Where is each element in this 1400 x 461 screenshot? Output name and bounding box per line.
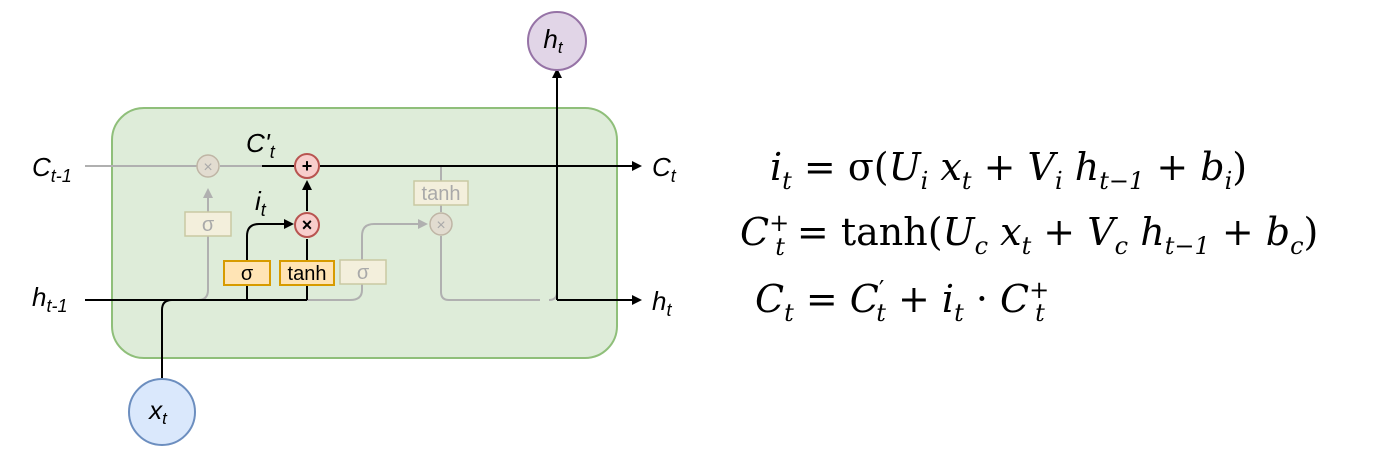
x-input-node-label: xt	[147, 395, 168, 428]
svg-text:C+t = tanh(Uc xt + Vc ht−1 + b: C+t = tanh(Uc xt + Vc ht−1 + bc)	[740, 209, 1318, 261]
input-tanh-box	[279, 260, 335, 286]
output-tanh-label: tanh	[422, 183, 461, 205]
add-op	[294, 153, 320, 179]
input-gate-sigma-label: σ	[241, 263, 254, 285]
svg-text:it = σ(Ui xt + Vi ht−1 + bi): it = σ(Ui xt + Vi ht−1 + bi)	[770, 145, 1247, 195]
c-out-label: Ct	[652, 152, 677, 186]
equation-cell-state: Ct = C′t + it · C+t	[755, 276, 1049, 327]
i-label: it	[255, 186, 267, 220]
add-symbol: +	[302, 156, 313, 176]
output-multiply-op	[429, 212, 453, 236]
x-input-node	[128, 378, 196, 446]
forget-gate-sigma-box	[184, 211, 232, 237]
active-paths	[85, 68, 642, 378]
input-multiply-op	[294, 212, 320, 238]
output-gate-sigma-box	[339, 259, 387, 285]
forget-multiply-op	[196, 154, 220, 178]
h-output-node-label: ht	[543, 24, 563, 57]
lstm-cell-box	[111, 107, 618, 359]
c-prime-label: C't	[246, 128, 276, 162]
equation-candidate-cell: C+t = tanh(Uc xt + Vc ht−1 + bc)	[740, 209, 1318, 261]
input-tanh-label: tanh	[288, 263, 327, 285]
c-prev-label: Ct-1	[32, 152, 72, 186]
output-gate-sigma-label: σ	[357, 262, 370, 284]
h-out-label: ht	[652, 286, 672, 320]
svg-text:Ct = C′t + it · C+t: Ct = C′t + it · C+t	[755, 276, 1049, 327]
h-prev-label: ht-1	[32, 282, 67, 316]
output-tanh-box	[413, 180, 469, 206]
forget-gate-sigma-label: σ	[202, 214, 215, 236]
output-multiply-symbol: ×	[436, 217, 445, 234]
input-gate-sigma-box	[223, 260, 271, 286]
h-output-node	[527, 11, 587, 71]
input-multiply-symbol: ×	[302, 215, 313, 235]
forget-multiply-symbol: ×	[203, 159, 212, 176]
equation-input-gate: it = σ(Ui xt + Vi ht−1 + bi)	[770, 145, 1247, 195]
